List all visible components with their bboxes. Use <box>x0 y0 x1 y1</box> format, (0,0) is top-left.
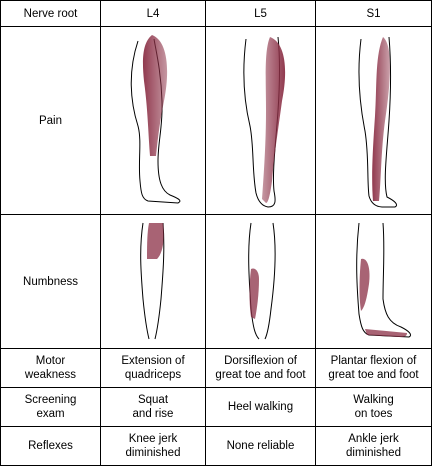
screening-l4: Squat and rise <box>100 387 206 427</box>
reflexes-label: Reflexes <box>0 426 101 466</box>
numbness-s1-illustration <box>315 214 432 349</box>
leg-l4-numbness-icon <box>140 222 165 340</box>
pain-s1-illustration <box>315 26 432 215</box>
reflexes-s1: Ankle jerk diminished <box>315 426 432 466</box>
leg-s1-numbness-icon <box>355 222 411 338</box>
numbness-label: Numbness <box>0 214 101 349</box>
motor-s1: Plantar flexion of great toe and foot <box>315 348 432 388</box>
reflexes-l5: None reliable <box>205 426 316 466</box>
screening-row: Screening exam Squat and rise Heel walki… <box>0 387 432 427</box>
motor-l4: Extension of quadriceps <box>100 348 206 388</box>
leg-s1-pain-icon <box>357 36 397 207</box>
screening-l5: Heel walking <box>205 387 316 427</box>
motor-row: Motor weakness Extension of quadriceps D… <box>0 348 432 388</box>
reflexes-l4: Knee jerk diminished <box>100 426 206 466</box>
numbness-l5-illustration <box>205 214 316 349</box>
screening-s1: Walking on toes <box>315 387 432 427</box>
header-nerve-root: Nerve root <box>0 0 101 27</box>
pain-l4-illustration <box>100 26 206 215</box>
motor-l5: Dorsiflexion of great toe and foot <box>205 348 316 388</box>
header-row: Nerve root L4 L5 S1 <box>0 0 432 27</box>
screening-label: Screening exam <box>0 387 101 427</box>
header-s1: S1 <box>315 0 432 27</box>
numbness-row: Numbness <box>0 214 432 349</box>
motor-label: Motor weakness <box>0 348 101 388</box>
pain-label: Pain <box>0 26 101 215</box>
leg-l5-pain-icon <box>242 36 285 208</box>
header-l5: L5 <box>205 0 316 27</box>
pain-row: Pain <box>0 26 432 215</box>
pain-l5-illustration <box>205 26 316 215</box>
numbness-l4-illustration <box>100 214 206 349</box>
leg-l4-pain-icon <box>130 34 181 204</box>
header-l4: L4 <box>100 0 206 27</box>
reflexes-row: Reflexes Knee jerk diminished None relia… <box>0 426 432 466</box>
leg-l5-numbness-icon <box>247 222 276 340</box>
